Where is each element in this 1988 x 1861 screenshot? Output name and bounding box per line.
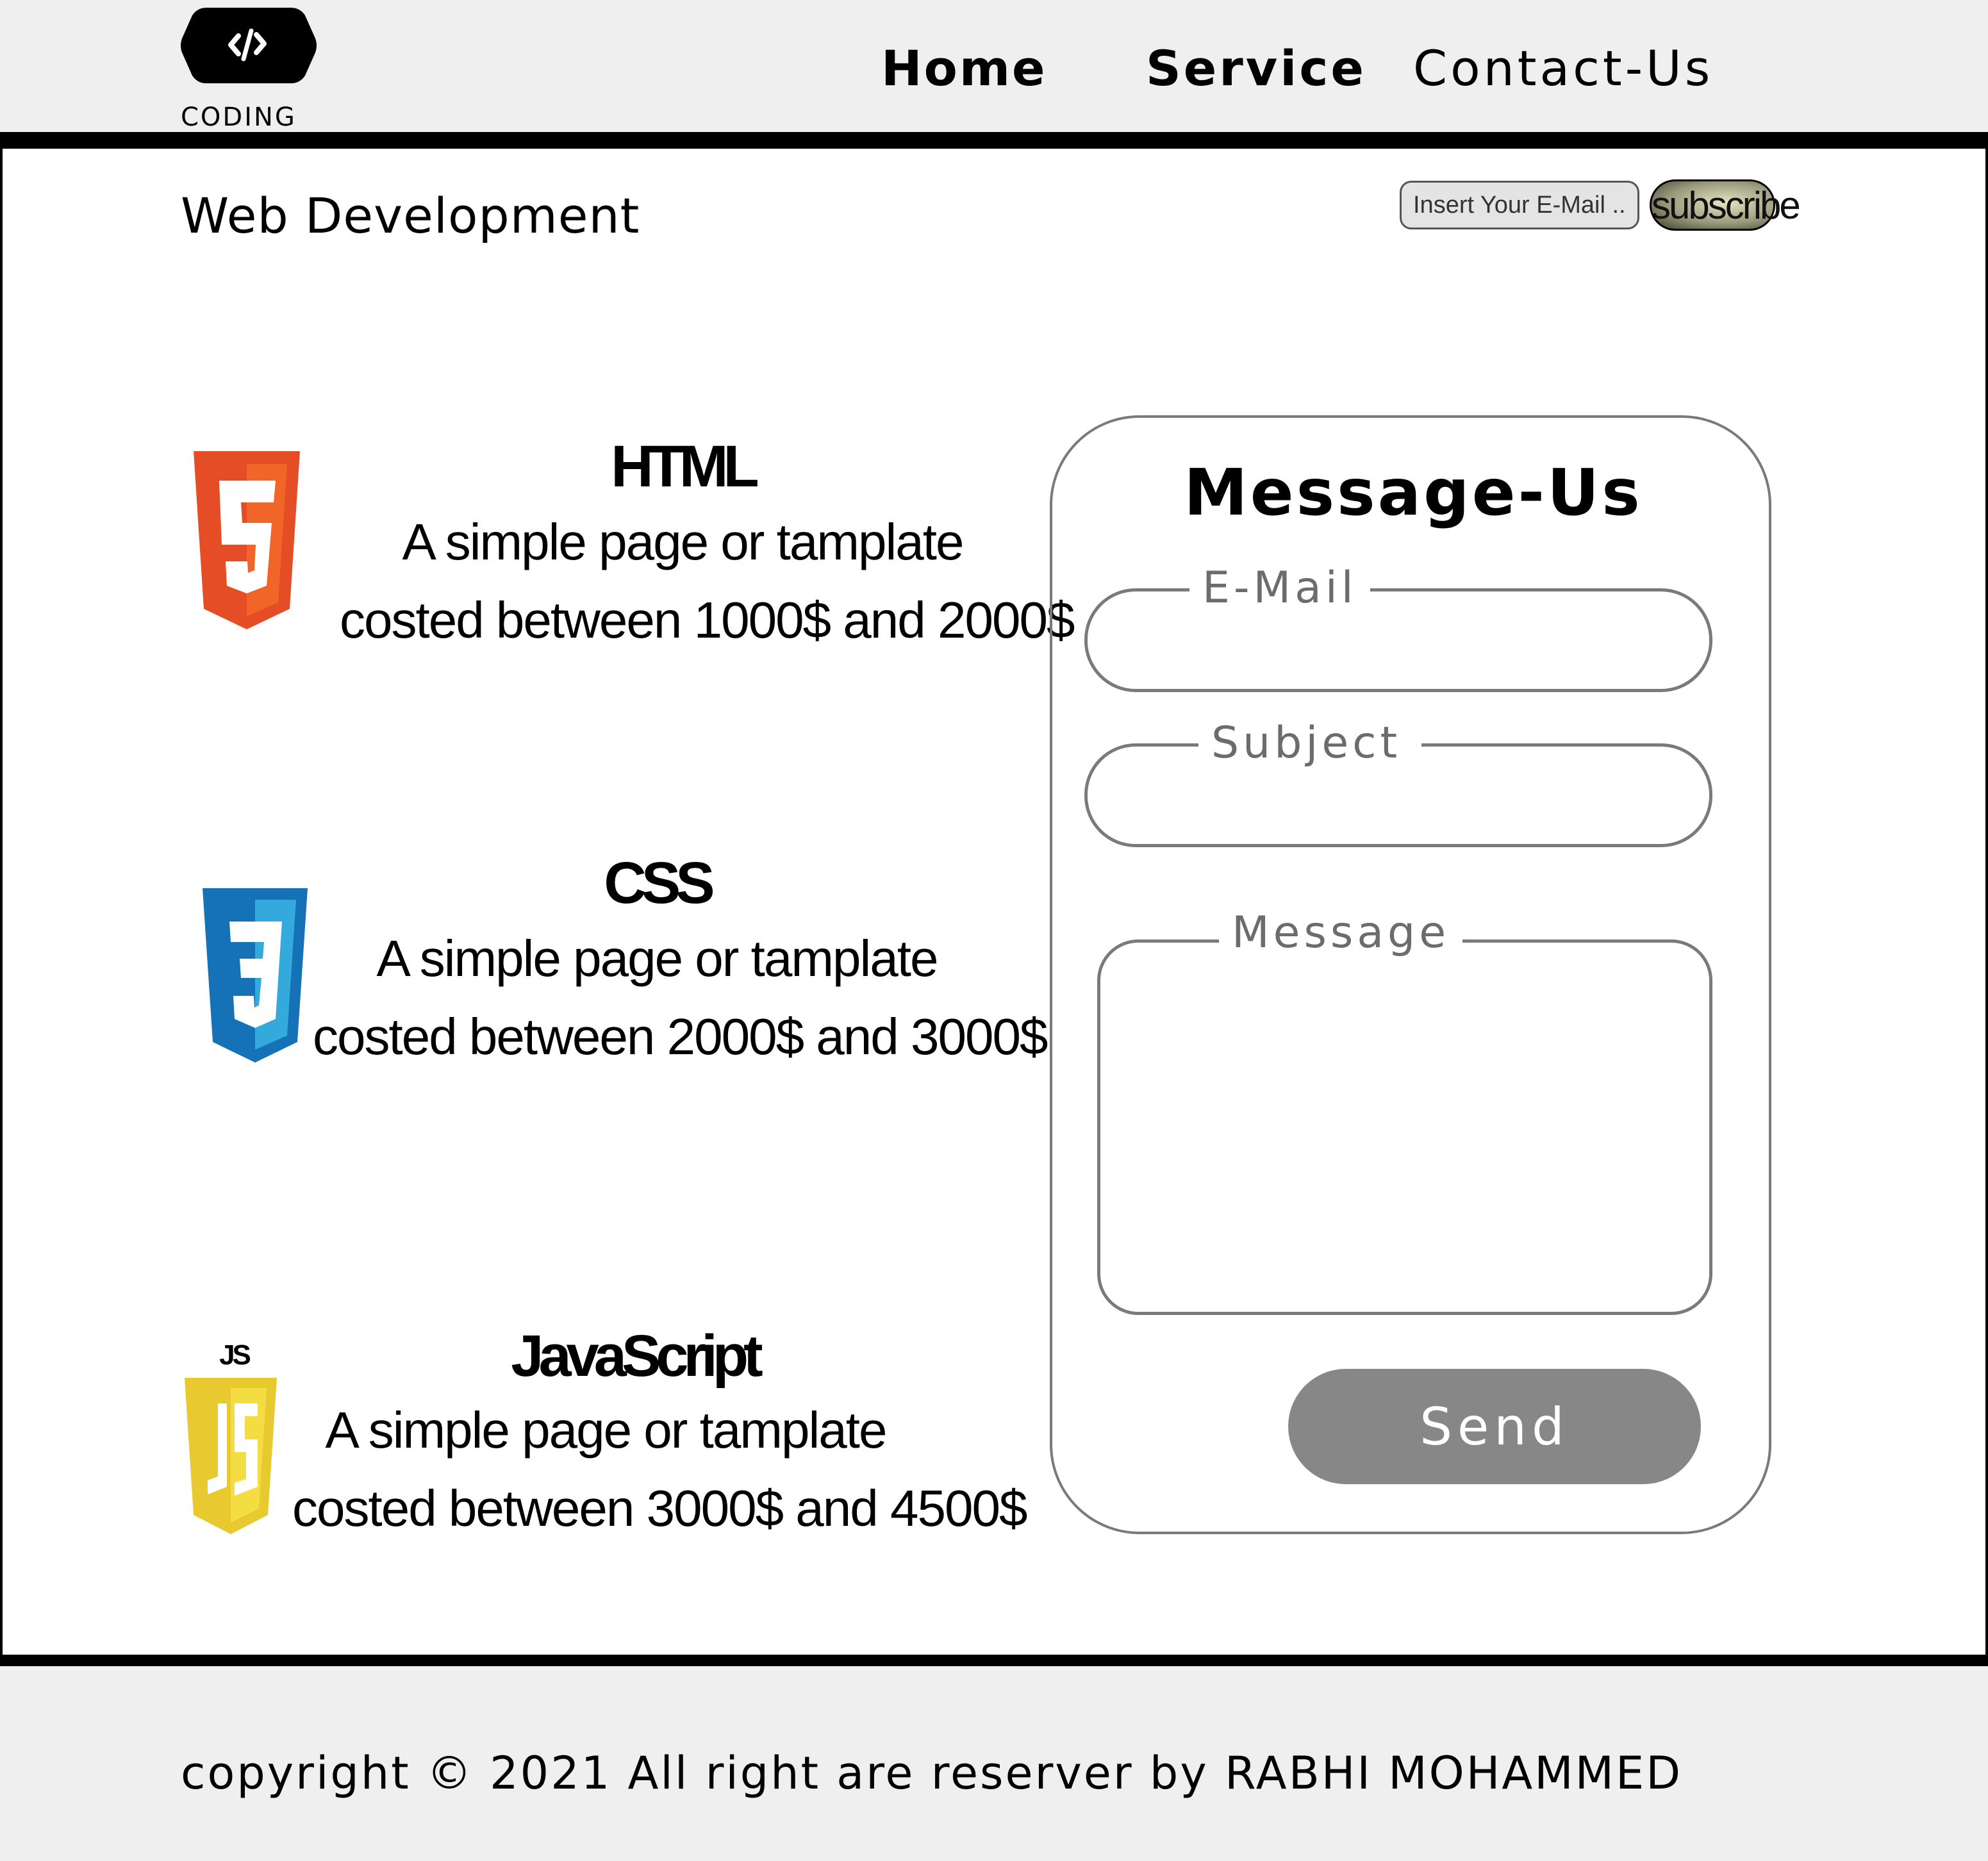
tech-line1-css: A simple page or tamplate <box>376 930 939 987</box>
footer: copyright © 2021 All right are reserver … <box>0 1655 1988 1861</box>
nav-service[interactable]: Service <box>1146 40 1366 97</box>
javascript-icon <box>185 1378 277 1534</box>
tech-line1-javascript: A simple page or tamplate <box>325 1402 888 1459</box>
tech-title-css: CSS <box>604 850 715 916</box>
js-badge-label: JS <box>219 1339 251 1371</box>
css3-icon <box>203 888 308 1063</box>
message-field[interactable] <box>1097 939 1712 1315</box>
send-button[interactable]: Send <box>1288 1369 1701 1484</box>
tech-title-javascript: JavaScript <box>511 1323 763 1389</box>
subscribe-button[interactable]: subscribe <box>1650 179 1801 231</box>
email-field[interactable] <box>1084 588 1712 692</box>
nav-contact-us[interactable]: Contact-Us <box>1413 40 1714 97</box>
logo-text: CODING <box>181 103 297 132</box>
logo[interactable]: CODING <box>181 8 317 132</box>
message-label: Message <box>1219 911 1463 955</box>
email-input[interactable] <box>1088 591 1709 689</box>
subscribe-email-input[interactable] <box>1400 181 1639 229</box>
nav-home[interactable]: Home <box>881 40 1047 97</box>
coding-logo-icon <box>181 8 317 83</box>
copyright-text: copyright © 2021 All right are reserver … <box>181 1747 1683 1799</box>
contact-card: Message-Us <box>1050 415 1771 1534</box>
contact-card-title: Message-Us <box>1184 455 1643 530</box>
page-title: Web Development <box>181 187 640 244</box>
tech-line2-javascript: costed between 3000$ and 4500$ <box>292 1480 1027 1537</box>
header: CODING Home Service Contact-Us <box>0 0 1988 149</box>
tech-title-html: HTML <box>611 434 759 499</box>
tech-line2-css: costed between 2000$ and 3000$ <box>313 1008 1048 1065</box>
subject-label: Subject <box>1198 722 1422 765</box>
email-label: E-Mail <box>1189 567 1370 610</box>
tech-line2-html: costed between 1000$ and 2000$ <box>340 591 1075 649</box>
html5-icon <box>194 451 300 629</box>
message-textarea[interactable] <box>1100 943 1709 1312</box>
tech-line1-html: A simple page or tamplate <box>402 513 965 570</box>
